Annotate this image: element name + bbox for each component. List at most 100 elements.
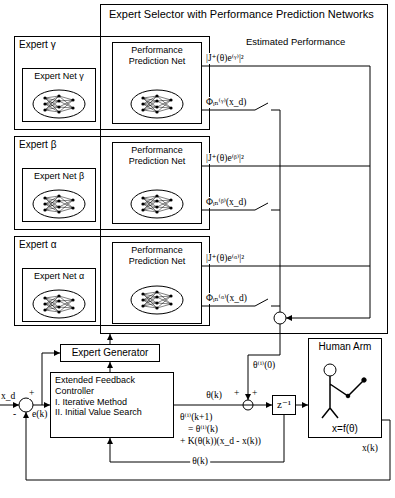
network-link bbox=[157, 296, 171, 308]
network-unit bbox=[43, 102, 46, 105]
network-outline bbox=[131, 190, 183, 218]
network-unit bbox=[169, 98, 172, 101]
network-unit bbox=[155, 99, 158, 102]
network-unit bbox=[155, 306, 158, 309]
network-outline bbox=[131, 286, 183, 314]
sign-mark: + bbox=[252, 388, 257, 399]
network-unit bbox=[43, 96, 46, 99]
expert-group: Expert γExpert Net γPerformance Predicti… bbox=[14, 36, 210, 130]
network-unit bbox=[141, 208, 144, 211]
signal-label: θ(k) bbox=[190, 456, 210, 467]
signal-label: x_d bbox=[1, 391, 15, 402]
prediction-net-box: Performance Prediction Net bbox=[112, 142, 202, 224]
network-link bbox=[59, 200, 73, 212]
box-title: z⁻¹ bbox=[277, 398, 291, 411]
initial-value-wire bbox=[248, 324, 280, 400]
annotation: Estimated Performance bbox=[246, 36, 345, 47]
plant-box: Human Armx=f(θ) bbox=[308, 338, 382, 438]
arm-hand bbox=[362, 378, 366, 382]
prediction-net-box: Performance Prediction Net bbox=[112, 42, 202, 124]
network-unit bbox=[155, 199, 158, 202]
equation-text: θ⁽ⁱ⁾(k+1) bbox=[180, 412, 212, 423]
network-unit bbox=[141, 298, 144, 301]
network-unit bbox=[141, 202, 144, 205]
network-unit bbox=[155, 301, 158, 304]
network-unit bbox=[57, 94, 60, 97]
network-link bbox=[59, 300, 73, 312]
network-unit bbox=[43, 208, 46, 211]
network-icon bbox=[131, 286, 183, 314]
box-title: Performance Prediction Net bbox=[115, 145, 199, 167]
network-link bbox=[143, 210, 157, 212]
network-icon bbox=[33, 290, 85, 318]
network-unit bbox=[155, 194, 158, 197]
network-link bbox=[45, 210, 59, 212]
box-title: Expert Net α bbox=[34, 271, 84, 282]
network-link bbox=[59, 308, 73, 312]
sign-mark: - bbox=[13, 409, 16, 420]
network-unit bbox=[57, 194, 60, 197]
network-unit bbox=[169, 294, 172, 297]
output-feedback-wire bbox=[26, 412, 390, 480]
network-unit bbox=[71, 106, 74, 109]
network-link bbox=[157, 108, 171, 112]
signal-label: Φᵢₙ⁽ᵝ⁾(x_d) bbox=[206, 197, 247, 208]
box-title: Expert Selector with Performance Predict… bbox=[109, 8, 374, 21]
network-outline bbox=[131, 90, 183, 118]
connector bbox=[174, 405, 272, 406]
network-unit bbox=[57, 105, 60, 108]
box-title: Performance Prediction Net bbox=[115, 45, 199, 67]
network-link bbox=[45, 96, 59, 110]
network-link bbox=[143, 110, 157, 112]
signal-label: Φᵢₙ⁽ᵞ⁾(x_d) bbox=[206, 97, 246, 108]
network-unit bbox=[155, 290, 158, 293]
network-unit bbox=[57, 205, 60, 208]
network-unit bbox=[141, 96, 144, 99]
network-unit bbox=[141, 292, 144, 295]
arm-figure bbox=[324, 364, 336, 376]
network-link bbox=[157, 107, 171, 108]
network-unit bbox=[57, 99, 60, 102]
connector bbox=[296, 405, 308, 406]
network-link bbox=[45, 201, 59, 210]
equation-text: = θ⁽ⁱ⁾(k) bbox=[188, 424, 218, 435]
box-text: II. Initial Value Search bbox=[55, 407, 142, 418]
arm-figure bbox=[322, 376, 364, 418]
network-unit bbox=[155, 110, 158, 113]
network-link bbox=[45, 107, 59, 110]
network-link bbox=[157, 304, 171, 308]
network-link bbox=[45, 296, 59, 310]
network-unit bbox=[71, 98, 74, 101]
expert-net-box: Expert Net β bbox=[22, 168, 96, 222]
signal-label: x(k) bbox=[362, 443, 378, 454]
network-link bbox=[45, 307, 59, 310]
network-link bbox=[157, 207, 171, 208]
signal-label: |J⁺(θ)e⁽ᵅ⁾|² bbox=[206, 253, 244, 264]
box-title: Extended Feedback Controller bbox=[55, 375, 169, 397]
network-link bbox=[157, 200, 171, 212]
network-link bbox=[143, 207, 157, 210]
network-unit bbox=[57, 210, 60, 213]
expert-group: Expert αExpert Net αPerformance Predicti… bbox=[14, 236, 210, 326]
box-title: Expert Net β bbox=[34, 171, 84, 182]
box-text: x=f(θ) bbox=[332, 423, 358, 435]
network-unit bbox=[57, 294, 60, 297]
network-icon bbox=[33, 190, 85, 218]
network-unit bbox=[43, 302, 46, 305]
network-unit bbox=[155, 210, 158, 213]
network-unit bbox=[155, 105, 158, 108]
signal-label: |J⁺(θ)e⁽ᵝ⁾|² bbox=[206, 153, 244, 164]
signal-label: θ⁽ⁱ⁾(0) bbox=[253, 360, 275, 371]
network-link bbox=[45, 196, 59, 210]
network-unit bbox=[71, 198, 74, 201]
network-unit bbox=[57, 299, 60, 302]
network-link bbox=[143, 107, 157, 110]
network-link bbox=[143, 201, 157, 210]
controller-box: Extended Feedback ControllerI. Iterative… bbox=[50, 372, 174, 438]
network-icon bbox=[33, 90, 85, 118]
network-unit bbox=[169, 106, 172, 109]
network-icon bbox=[131, 190, 183, 218]
network-link bbox=[143, 303, 157, 306]
signal-label: e(k) bbox=[32, 409, 47, 420]
prediction-net-box: Performance Prediction Net bbox=[112, 242, 202, 324]
